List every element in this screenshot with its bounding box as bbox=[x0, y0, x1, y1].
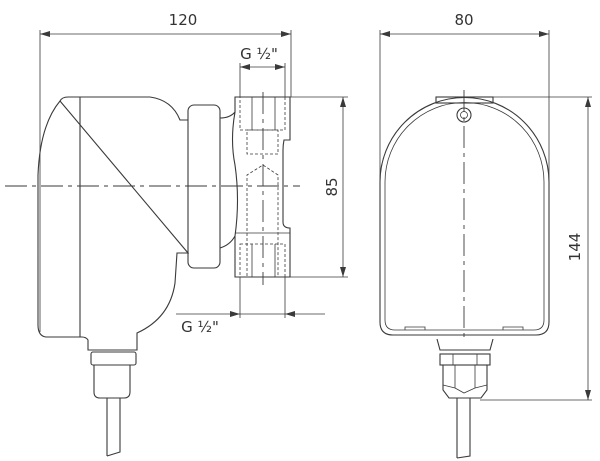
cable-gland bbox=[93, 365, 131, 399]
dimension-80-label: 80 bbox=[454, 11, 473, 29]
dimension-144-label: 144 bbox=[566, 233, 584, 262]
thread-top bbox=[239, 96, 286, 131]
gland-facets bbox=[442, 365, 488, 394]
motor-housing bbox=[37, 96, 190, 351]
gland-nut bbox=[439, 353, 491, 366]
thread-bottom bbox=[239, 243, 286, 278]
bore-dashed bbox=[246, 164, 279, 276]
terminal-box-outer bbox=[379, 97, 550, 336]
thread-bottom-label: G ½" bbox=[181, 318, 219, 336]
bottom-tabs bbox=[404, 326, 524, 330]
gland-base bbox=[436, 338, 494, 351]
terminal-box-inner bbox=[384, 102, 545, 331]
pump-body bbox=[219, 96, 291, 278]
side-view: 120 G ½" 85 G ½" bbox=[5, 11, 348, 457]
dimension-85-label: 85 bbox=[323, 177, 341, 196]
front-view: 80 144 bbox=[379, 11, 592, 459]
cable bbox=[456, 398, 471, 459]
gland-cap bbox=[442, 365, 488, 399]
flange bbox=[187, 104, 221, 269]
thread-top-inner bbox=[246, 129, 279, 155]
dimension-120-label: 120 bbox=[169, 11, 198, 29]
thread-top-label: G ½" bbox=[240, 45, 278, 63]
cable bbox=[106, 398, 121, 457]
cable-gland-nut bbox=[90, 351, 137, 366]
